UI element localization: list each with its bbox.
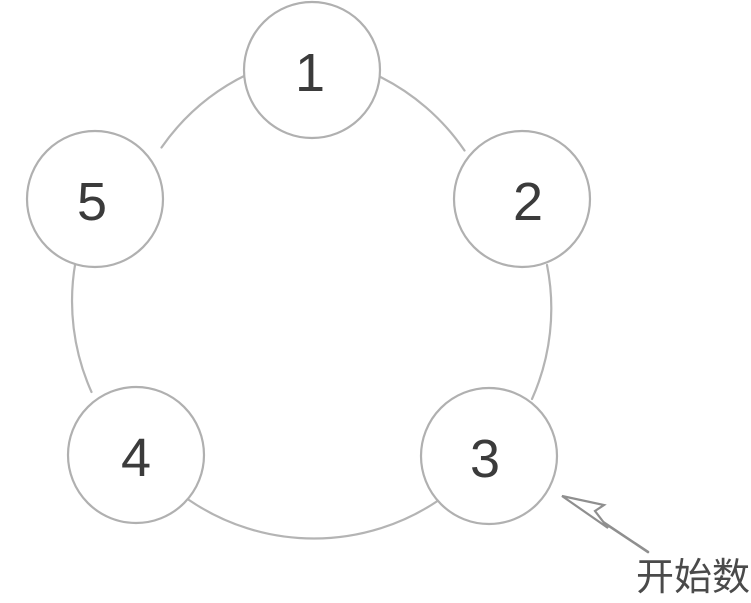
- arrow-shaft-line: [598, 518, 650, 554]
- node-4-label: 4: [121, 428, 151, 488]
- edge-4-5-arc: [70, 260, 93, 394]
- node-1-label: 1: [295, 43, 325, 103]
- edge-2-3-arc: [530, 263, 553, 401]
- edge-3-4-arc: [187, 498, 441, 540]
- node-5-label: 5: [77, 172, 107, 232]
- node-group: 1 2 3 4 5: [25, 0, 592, 526]
- node-1-circle[interactable]: [242, 0, 382, 140]
- annotation-label: 开始数: [636, 555, 750, 599]
- node-2[interactable]: 2: [452, 129, 592, 269]
- node-1[interactable]: 1: [242, 0, 382, 140]
- node-5-circle[interactable]: [25, 129, 165, 269]
- node-3-label: 3: [470, 429, 500, 489]
- node-4-circle[interactable]: [66, 385, 206, 525]
- edge-group: [70, 73, 553, 540]
- annotation-arrow: [561, 494, 650, 554]
- node-3[interactable]: 3: [419, 386, 559, 526]
- node-5[interactable]: 5: [25, 129, 165, 269]
- node-4[interactable]: 4: [66, 385, 206, 525]
- edge-5-1-arc: [160, 73, 249, 149]
- node-2-circle[interactable]: [452, 129, 592, 269]
- node-2-label: 2: [513, 172, 543, 232]
- arrow-head-triangle: [561, 494, 609, 529]
- edge-1-2-arc: [376, 74, 466, 152]
- node-3-circle[interactable]: [419, 386, 559, 526]
